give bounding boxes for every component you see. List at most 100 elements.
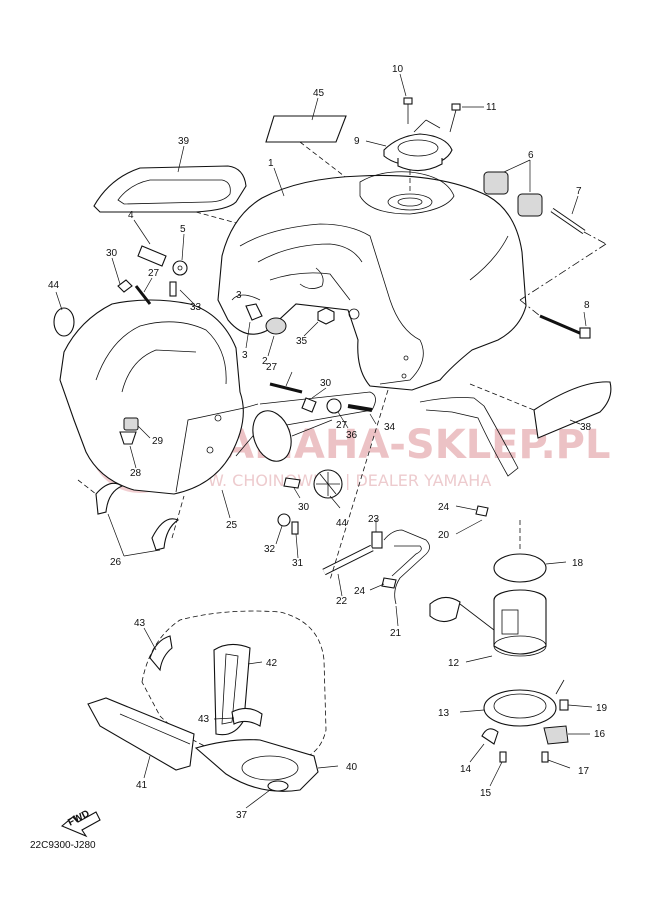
part-44-side-emblem-right (252, 410, 343, 509)
part-11-bolt (449, 103, 484, 133)
callout-9: 9 (354, 136, 360, 147)
callout-5: 5 (180, 224, 186, 235)
callout-6: 6 (528, 150, 534, 161)
part-8-bolt (519, 299, 591, 339)
callout-4: 4 (128, 210, 134, 221)
callout-39: 39 (178, 136, 190, 147)
callout-1: 1 (268, 158, 274, 169)
part-34-bolt (347, 404, 377, 425)
part-30-clip-lower (283, 477, 301, 499)
callout-2: 2 (262, 356, 268, 367)
callout-18: 18 (572, 558, 584, 569)
callout-45: 45 (313, 88, 325, 99)
part-14-clamp (469, 728, 499, 763)
part-40-under-cover (194, 739, 339, 792)
part-41-heat-shield (87, 697, 195, 779)
callout-34: 34 (384, 422, 396, 433)
part-44-side-emblem-left (53, 291, 75, 337)
callout-16: 16 (594, 729, 606, 740)
part-1-fuel-tank (217, 167, 527, 391)
diagram-code: 22C9300-J280 (30, 840, 96, 851)
part-5-washer (172, 233, 188, 276)
part-3-bracket-upper (245, 303, 263, 349)
callout-11: 11 (486, 102, 497, 113)
part-28-screw (119, 431, 137, 469)
part-36-washer (326, 398, 349, 429)
callout-38: 38 (580, 422, 592, 433)
part-30-clip-upper (111, 257, 133, 293)
watermark-subtitle: W. CHOINOWICZ | DEALER YAMAHA (208, 471, 491, 490)
callout-3b: 3 (236, 290, 242, 301)
callout-13: 13 (438, 708, 450, 719)
callout-17: 17 (578, 766, 590, 777)
callout-42: 42 (266, 658, 278, 669)
fwd-arrow-icon: FWD (60, 808, 101, 838)
part-21-hose (383, 529, 430, 627)
callout-20: 20 (438, 530, 450, 541)
callout-30c: 30 (298, 502, 310, 513)
part-37-damper (245, 780, 289, 809)
callout-25: 25 (226, 520, 238, 531)
callout-43: 43 (134, 618, 146, 629)
callout-43b: 43 (198, 714, 210, 725)
part-29-grommet (123, 417, 151, 439)
callout-27: 27 (148, 268, 160, 279)
callout-30: 30 (106, 248, 118, 259)
part-18-o-ring (493, 553, 567, 583)
callout-44: 44 (48, 280, 60, 291)
part-26-clips (77, 479, 185, 557)
part-16-holder (543, 725, 590, 745)
callout-33: 33 (190, 302, 202, 313)
part-22-hose (322, 544, 374, 597)
callout-31: 31 (292, 558, 304, 569)
part-15-screw (489, 751, 507, 787)
callout-10: 10 (392, 64, 404, 75)
part-38-side-panel (469, 381, 612, 439)
callout-24b: 24 (354, 586, 366, 597)
callout-7: 7 (576, 186, 582, 197)
hose-route-line (329, 389, 389, 581)
part-43-trim-lower (213, 707, 263, 727)
callout-14: 14 (460, 764, 472, 775)
part-35-nut (303, 307, 335, 337)
callout-40: 40 (346, 762, 358, 773)
callout-27b: 27 (266, 362, 278, 373)
callout-35: 35 (296, 336, 308, 347)
callout-15: 15 (480, 788, 492, 799)
part-31-screw (291, 521, 299, 559)
part-25-side-cover (59, 299, 376, 519)
callout-29: 29 (152, 436, 164, 447)
part-24-clamp-upper (455, 505, 489, 517)
part-6-rubber-dampers (483, 159, 543, 217)
callout-19: 19 (596, 703, 608, 714)
part-32-washer (275, 513, 291, 545)
part-9-fuel-cap (365, 119, 453, 194)
part-33-screw (169, 281, 195, 305)
part-4-bolt (133, 219, 167, 267)
callout-28: 28 (130, 468, 142, 479)
part-30-clip-middle (301, 387, 327, 413)
callout-3: 3 (242, 350, 248, 361)
callout-22: 22 (336, 596, 348, 607)
callout-labels: 10 11 45 9 39 1 6 7 4 5 30 27 44 33 3 2 … (48, 64, 608, 821)
part-10-bolt (399, 73, 413, 124)
part-23-fitting (371, 518, 383, 549)
callout-23: 23 (368, 514, 380, 525)
part-7-collar (519, 195, 607, 301)
part-27-pin-middle (269, 371, 303, 394)
part-12-fuel-pump (429, 589, 547, 663)
callout-27c: 27 (336, 420, 348, 431)
callout-30b: 30 (320, 378, 332, 389)
part-20-breather-hose (419, 397, 519, 535)
callout-21: 21 (390, 628, 402, 639)
callout-37: 37 (236, 810, 248, 821)
part-19-bolt (555, 679, 593, 711)
part-13-retaining-ring (459, 689, 557, 727)
part-39-tank-pad (93, 145, 247, 225)
part-27-pin (134, 277, 153, 305)
callout-41: 41 (136, 780, 148, 791)
callout-32: 32 (264, 544, 276, 555)
callout-26: 26 (110, 557, 122, 568)
part-24-clamp-lower (369, 577, 397, 591)
